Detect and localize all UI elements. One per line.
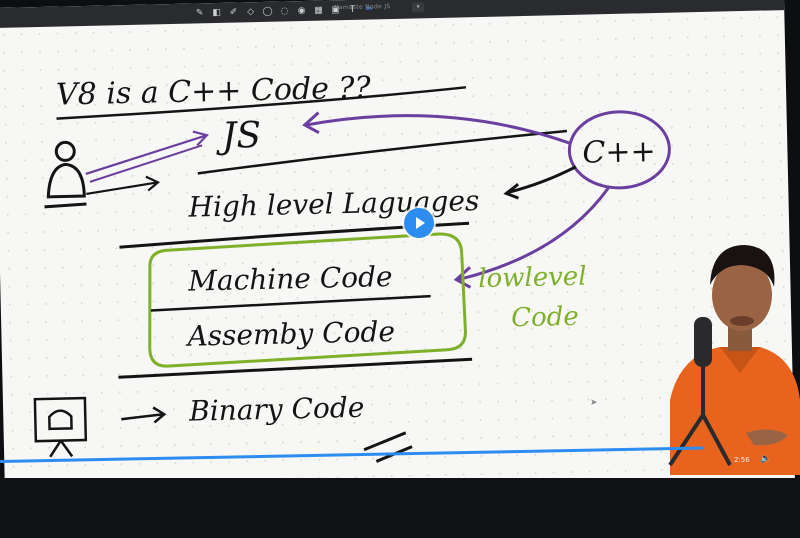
cpp-circle (567, 110, 671, 190)
purple-arrow-2 (89, 144, 203, 183)
computer-icon (33, 396, 88, 458)
cpp-to-high-level-arrow (503, 165, 577, 200)
cpp-label: C++ (582, 134, 656, 171)
high-level-label: High level Laguages (187, 184, 479, 224)
binary-code-label: Binary Code (188, 391, 365, 428)
cpp-to-js-arrow (302, 111, 570, 145)
low-level-label-line1: lowlevel (478, 262, 587, 294)
heading-underline (56, 86, 467, 120)
low-level-box (148, 232, 467, 368)
user-figure-icon (44, 140, 87, 209)
js-label: JS (215, 115, 262, 157)
whiteboard-screen: ✎ ◧ ✐ ◇ ◯ ◌ ◉ ▦ ▣ T ✏ Namaste Node JS ▾ … (0, 0, 796, 508)
double-dash-mark (363, 431, 413, 463)
assembly-code-label: Assemby Code (184, 315, 395, 353)
mouse-cursor-icon: ➤ (590, 398, 598, 408)
black-arrow (86, 175, 161, 196)
low-level-label-line2: Code (511, 302, 579, 334)
play-button[interactable] (404, 208, 434, 238)
video-time: 2:56 (734, 456, 750, 464)
whiteboard-canvas[interactable]: V8 is a C++ Code ?? JS C++ High level La… (0, 0, 795, 508)
presenter-video (668, 245, 800, 475)
purple-arrow (85, 130, 210, 176)
js-underline (197, 129, 568, 175)
cpp-to-low-level-arrow (453, 187, 610, 289)
heading-text: V8 is a C++ Code ?? (56, 70, 372, 112)
binary-arrow (121, 406, 167, 424)
assembly-underline (118, 357, 473, 379)
desk-area (0, 478, 800, 538)
machine-code-label: Machine Code (187, 260, 393, 298)
divider-line (150, 294, 431, 312)
volume-icon[interactable]: 🔈 (760, 454, 772, 464)
